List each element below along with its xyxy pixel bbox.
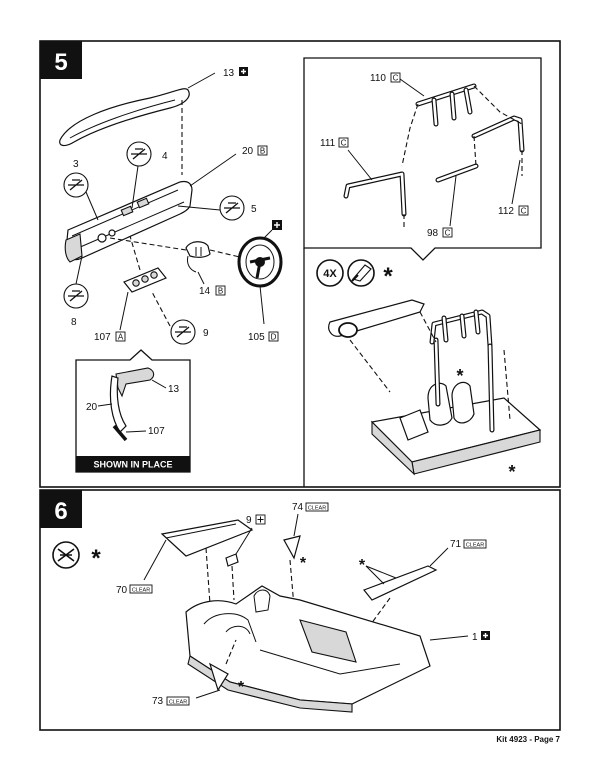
rollcage-part-111 — [343, 171, 407, 217]
rollcage-part-98 — [435, 163, 479, 183]
label-71: 71 — [450, 539, 462, 550]
label-98: 98 — [427, 228, 439, 239]
label-14: 14 — [199, 286, 211, 297]
label-13: 13 — [223, 68, 235, 79]
asterisk-74: * — [300, 555, 307, 572]
cement-bottle-icon — [52, 541, 80, 569]
asterisk-step5: * — [383, 263, 393, 290]
clear-71: CLEAR — [466, 543, 484, 549]
callout-caption: SHOWN IN PLACE — [93, 460, 172, 470]
callout-label-13: 13 — [168, 384, 180, 395]
gauge-cluster-part-107 — [123, 267, 167, 293]
label-70: 70 — [116, 585, 128, 596]
label-105: 105 — [248, 332, 265, 343]
label-9-step6: 9 — [246, 515, 252, 526]
plus-badge-icon — [272, 220, 282, 230]
rollcage-subpanel — [303, 57, 542, 261]
label-111: 111 — [320, 138, 336, 149]
asterisk-step6: * — [91, 545, 101, 572]
label-110: 110 — [370, 73, 386, 84]
asterisk-floor: * — [508, 462, 515, 482]
label-105-letter: D — [271, 333, 277, 342]
clear-73: CLEAR — [169, 700, 187, 706]
callout-label-107: 107 — [148, 426, 165, 437]
rollcage-dashes — [401, 85, 523, 230]
page-footer: Kit 4923 - Page 7 — [496, 735, 560, 744]
clear-part-70 — [160, 519, 254, 557]
label-107: 107 — [94, 332, 111, 343]
pointer-13 — [187, 72, 216, 89]
pointer-20 — [189, 153, 237, 187]
decal-icon-5 — [219, 195, 245, 221]
step6-panel-border — [39, 489, 561, 731]
label-107-letter: A — [118, 333, 124, 342]
clear-part-74 — [283, 535, 301, 560]
rollcage-part-110 — [415, 83, 477, 127]
dashboard-part-20 — [64, 180, 193, 263]
label-9: 9 — [203, 328, 209, 339]
clear-part-73 — [208, 662, 229, 692]
asterisk-73: * — [238, 679, 245, 696]
label-4: 4 — [162, 151, 168, 162]
step6-number-box — [40, 490, 82, 528]
label-20-letter: B — [260, 147, 265, 156]
label-110-letter: C — [393, 74, 399, 83]
label-111-letter: C — [341, 139, 347, 148]
rollcage-part-112 — [471, 115, 525, 153]
steering-wheel-part-105 — [237, 236, 283, 288]
label-20: 20 — [242, 146, 254, 157]
interior-tub-part-1 — [185, 585, 431, 713]
step5-number: 5 — [54, 49, 67, 76]
label-73: 73 — [152, 696, 164, 707]
clear-74: CLEAR — [308, 506, 326, 512]
multiplier-text: 4X — [323, 268, 337, 280]
asterisk-seat: * — [456, 366, 463, 386]
decal-icon-8 — [63, 283, 89, 309]
multiplier-badge — [316, 259, 344, 287]
label-1: 1 — [472, 632, 478, 643]
step5-number-box — [40, 41, 82, 79]
label-3: 3 — [73, 159, 79, 170]
steering-column-part-14 — [185, 241, 211, 273]
step6-number: 6 — [54, 498, 67, 525]
asterisk-71: * — [359, 557, 366, 574]
small-part-9 — [225, 553, 239, 567]
decal-icon-4 — [126, 141, 152, 167]
decal-icon-3 — [63, 172, 89, 198]
clear-70: CLEAR — [132, 588, 150, 594]
dash-pad-part-13 — [59, 88, 190, 147]
label-5: 5 — [251, 204, 257, 215]
glue-tube-icon — [347, 259, 375, 287]
callout-label-20: 20 — [86, 402, 98, 413]
decal-icon-9 — [170, 319, 196, 345]
clear-part-71 — [363, 565, 438, 601]
plus-badge-icon — [239, 67, 248, 76]
label-74: 74 — [292, 502, 304, 513]
assembled-interior-illustration — [328, 299, 542, 476]
plus-badge-icon — [481, 631, 490, 640]
label-8: 8 — [71, 317, 77, 328]
label-98-letter: C — [445, 229, 451, 238]
label-112-letter: C — [521, 207, 527, 216]
label-112: 112 — [498, 206, 514, 217]
label-14-letter: B — [218, 287, 223, 296]
shown-in-place-callout — [75, 349, 191, 473]
step5-panel-border — [39, 40, 561, 488]
